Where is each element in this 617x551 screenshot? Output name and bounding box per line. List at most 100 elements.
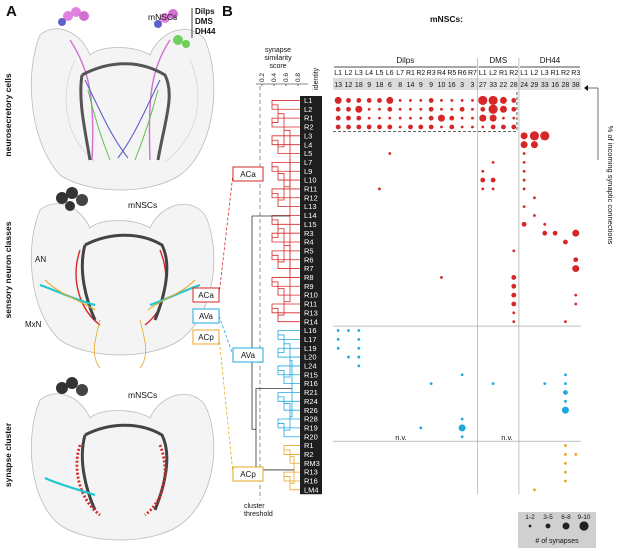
synapse-dot bbox=[540, 131, 550, 141]
row-label: R3 bbox=[304, 229, 314, 238]
synapse-dot bbox=[512, 116, 516, 120]
matrix-title: mNSCs: bbox=[430, 14, 463, 24]
synapse-dot bbox=[471, 99, 474, 102]
row-label: R2 bbox=[304, 123, 314, 132]
synapse-dot bbox=[512, 249, 516, 253]
synapse-dot bbox=[563, 390, 568, 395]
column-label: R3 bbox=[427, 70, 436, 77]
synapse-dot bbox=[440, 99, 443, 102]
synapse-dot bbox=[564, 399, 567, 403]
cluster-box-ava: AVa bbox=[232, 347, 264, 363]
dendrogram-branch bbox=[272, 192, 300, 208]
svg-text:AVa: AVa bbox=[241, 351, 255, 360]
column-total: 16 bbox=[551, 82, 559, 89]
row-label: L7 bbox=[304, 158, 312, 167]
synapse-dot bbox=[573, 257, 579, 263]
row-label: L16 bbox=[304, 326, 317, 335]
totals-band bbox=[518, 78, 581, 90]
synapse-dot bbox=[511, 106, 517, 112]
row-label: R24 bbox=[304, 397, 318, 406]
synapse-dot bbox=[449, 124, 455, 130]
synapse-dot bbox=[458, 424, 466, 432]
synapse-dot bbox=[346, 106, 351, 112]
synapse-dot bbox=[522, 187, 526, 191]
column-total: 28 bbox=[562, 82, 570, 89]
row-label: L17 bbox=[304, 335, 317, 344]
synapse-dot bbox=[511, 292, 517, 298]
dendrogram-branch bbox=[278, 173, 285, 201]
dendrogram-branch bbox=[278, 288, 285, 316]
synapse-dot bbox=[419, 99, 423, 102]
score-tick-label: 0.2 bbox=[259, 73, 266, 82]
column-total: 33 bbox=[541, 82, 549, 89]
synapse-dot bbox=[533, 488, 536, 492]
row-label: R13 bbox=[304, 468, 318, 477]
cluster-box-aca: ACa bbox=[232, 166, 264, 182]
column-label: R7 bbox=[468, 70, 477, 77]
synapse-dot bbox=[377, 124, 382, 130]
synapse-dot bbox=[512, 311, 516, 315]
synapse-dot bbox=[388, 116, 392, 120]
synapse-dot bbox=[533, 214, 536, 217]
row-label: R16 bbox=[304, 477, 318, 486]
dendrogram-branch bbox=[278, 113, 285, 148]
synapse-dot bbox=[428, 124, 434, 130]
row-label: R9 bbox=[304, 282, 314, 291]
brain-synapse-cluster bbox=[31, 377, 215, 541]
panel-b-label: B bbox=[222, 3, 233, 20]
synapse-dot bbox=[522, 152, 526, 155]
column-label: R2 bbox=[509, 70, 518, 77]
column-label: L6 bbox=[386, 70, 394, 77]
synapse-dot bbox=[460, 116, 464, 120]
legend-dms: DMS bbox=[195, 17, 213, 26]
svg-text:ACa: ACa bbox=[240, 170, 256, 179]
synapse-dot bbox=[542, 230, 548, 236]
dendrogram bbox=[251, 100, 300, 491]
column-total: 29 bbox=[531, 82, 539, 89]
column-label: R4 bbox=[437, 70, 446, 77]
synapse-dot bbox=[347, 329, 350, 332]
dendrogram-branch bbox=[272, 139, 300, 154]
synapse-dot bbox=[398, 125, 402, 129]
synapse-dot bbox=[564, 320, 567, 324]
synapse-dot bbox=[409, 99, 412, 102]
row-label: R28 bbox=[304, 415, 318, 424]
synapse-dot bbox=[490, 177, 496, 183]
column-label: L1 bbox=[479, 70, 487, 77]
synapse-dot bbox=[479, 114, 487, 122]
synapse-dot bbox=[488, 104, 498, 114]
svg-text:AVa: AVa bbox=[199, 312, 213, 321]
synapse-dot bbox=[367, 116, 371, 120]
dendrogram-branch bbox=[272, 281, 300, 296]
synapse-dot bbox=[335, 115, 341, 121]
row-label: L20 bbox=[304, 353, 317, 362]
column-total: 9 bbox=[419, 82, 423, 89]
legend-dilps: Dilps bbox=[195, 7, 215, 16]
synapse-dot bbox=[574, 293, 578, 297]
row-label: R5 bbox=[304, 246, 314, 255]
synapse-dot bbox=[530, 141, 538, 149]
synapse-dot bbox=[460, 125, 464, 129]
column-label: L5 bbox=[376, 70, 384, 77]
row-label: L3 bbox=[304, 131, 312, 140]
synapse-dot bbox=[356, 115, 362, 121]
column-label: R2 bbox=[561, 70, 570, 77]
synapse-dot bbox=[346, 115, 351, 121]
synapse-dot bbox=[346, 124, 351, 130]
synapse-dot bbox=[429, 382, 433, 386]
synapse-dot bbox=[491, 382, 495, 386]
row-label: R7 bbox=[304, 264, 314, 273]
synapse-dot bbox=[336, 337, 340, 341]
synapse-dot bbox=[336, 346, 340, 350]
synapse-dot bbox=[572, 265, 580, 273]
column-label: R1 bbox=[551, 70, 560, 77]
synapse-dot bbox=[450, 99, 454, 102]
synapse-dot bbox=[552, 230, 558, 236]
synapse-dot bbox=[346, 98, 351, 103]
synapse-dot bbox=[522, 178, 526, 182]
column-total: 6 bbox=[388, 82, 392, 89]
synapse-dot bbox=[522, 205, 526, 209]
column-total: 8 bbox=[398, 82, 402, 89]
